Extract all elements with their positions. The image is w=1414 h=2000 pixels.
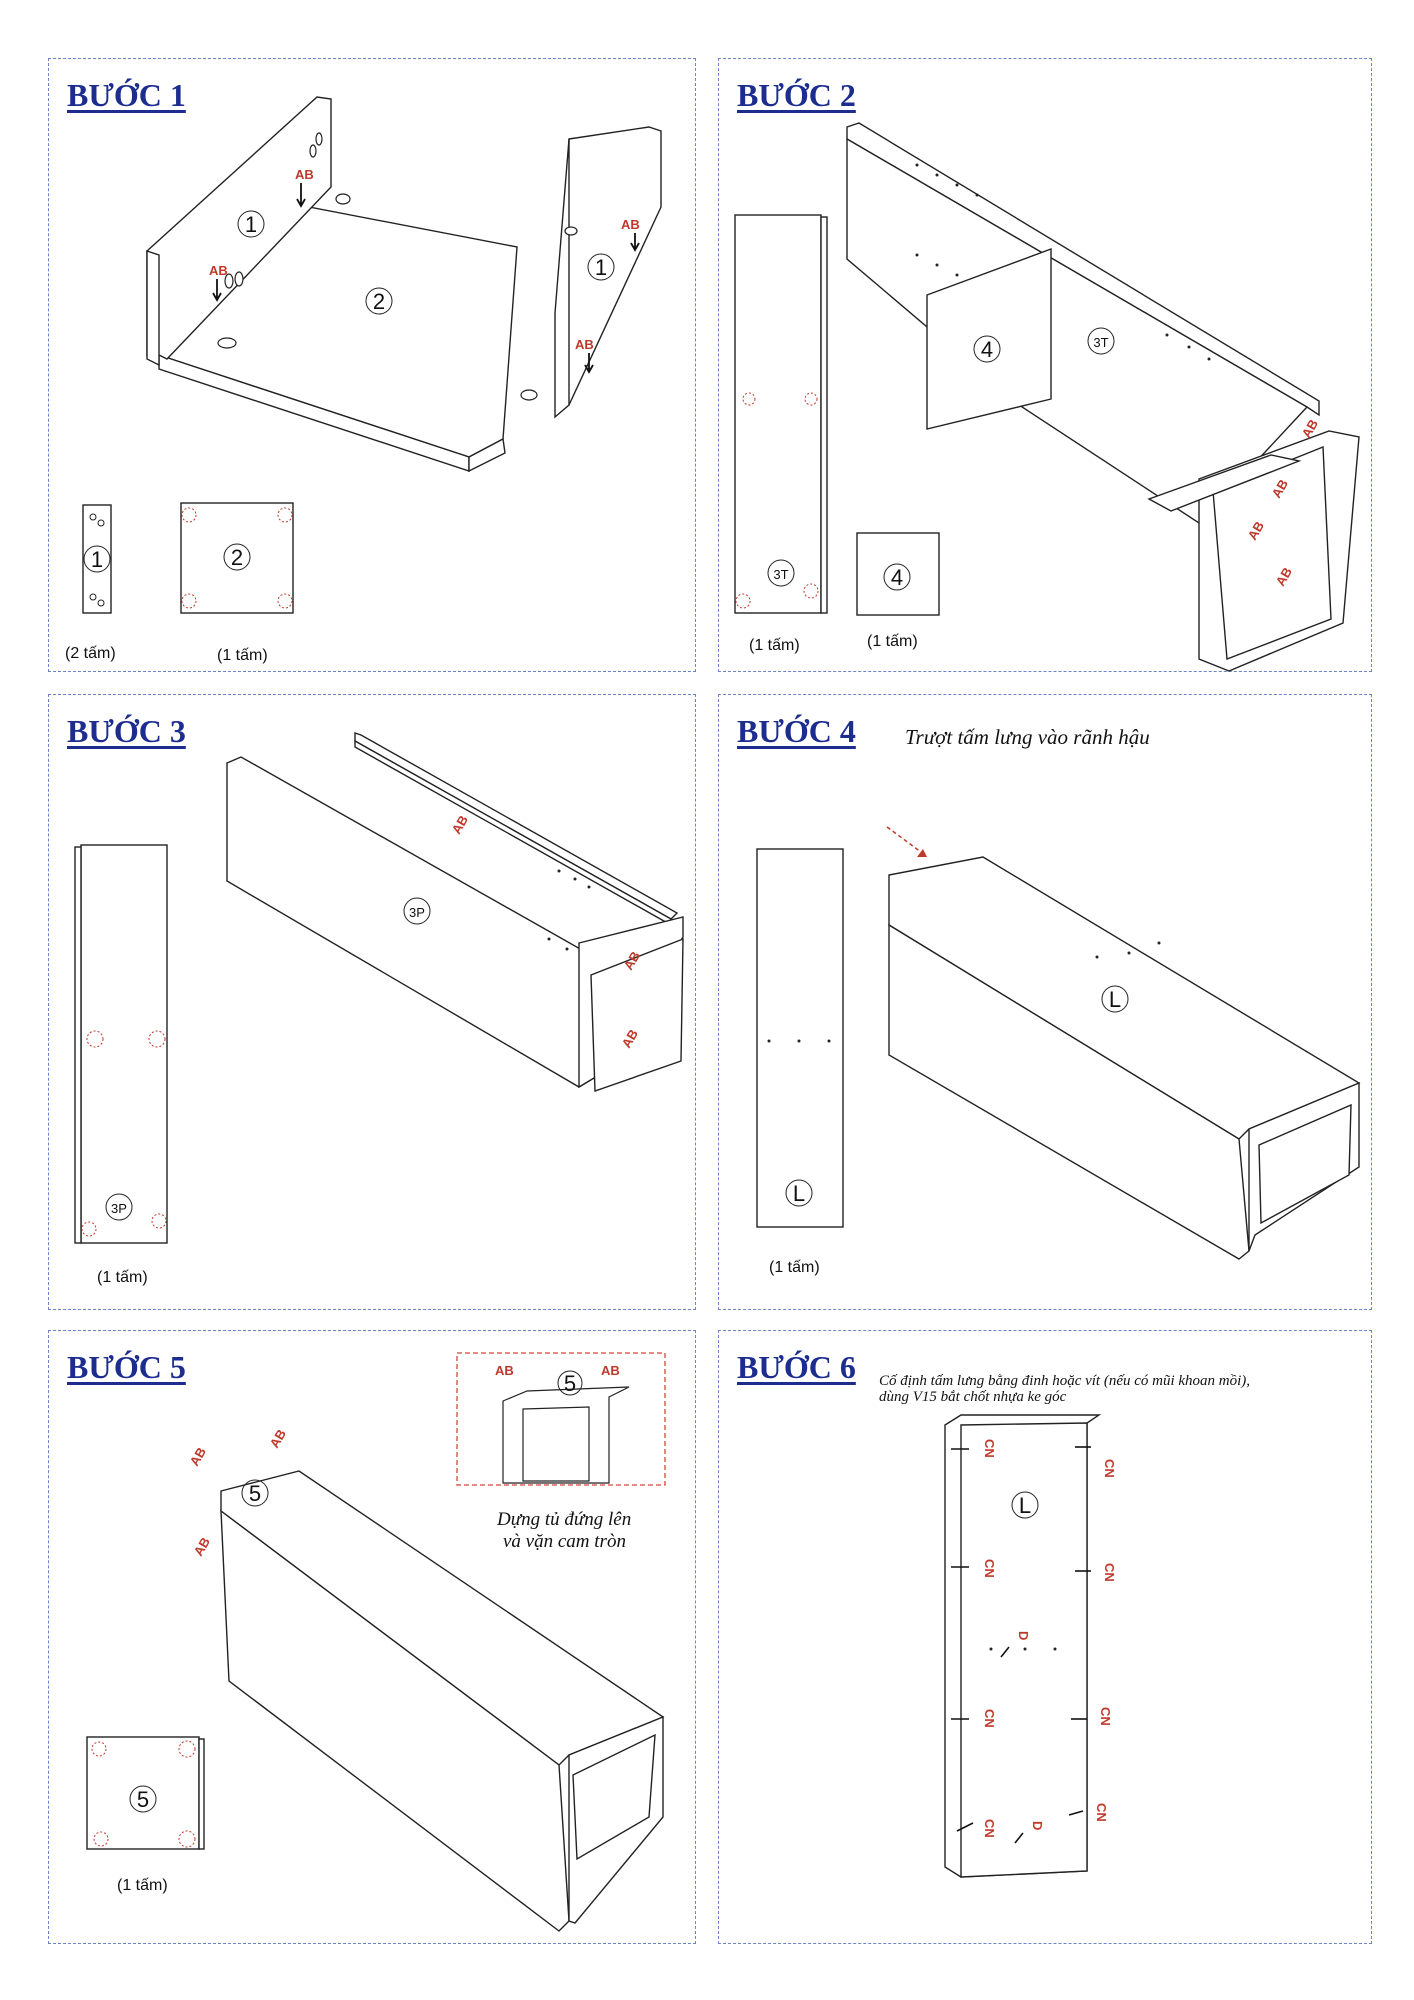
ab-marker: AB — [621, 217, 640, 232]
step-2-diagram: 4 3T AB AB AB AB 3T 4 — [734, 122, 1360, 672]
tall-part-3p-label: 3P — [111, 1201, 127, 1216]
qty-label: (1 tấm) — [97, 1269, 148, 1286]
step-5-title: BƯỚC 5 — [67, 1349, 186, 1385]
step-4-panel: BƯỚC 4 Trượt tấm lưng vào rãnh hậu L L (… — [718, 694, 1372, 1310]
step-5-diagram: AB AB 5 AB AB AB 5 5 — [86, 1352, 666, 1932]
part-5-label-main: 5 — [249, 1481, 261, 1506]
step-6-note-line1: Cố định tấm lưng bằng đinh hoặc vít (nếu… — [879, 1373, 1251, 1389]
tall-part-3T — [734, 214, 822, 614]
d-marker: D — [1016, 1631, 1031, 1640]
step-1-panel: BƯỚC 1 1 2 1 AB — [48, 58, 696, 672]
part-4-label: 4 — [981, 337, 993, 362]
part-2-label: 2 — [373, 289, 385, 314]
step-4-note: Trượt tấm lưng vào rãnh hậu — [905, 725, 1150, 749]
d-marker: D — [1030, 1821, 1045, 1830]
ab-marker: AB — [575, 337, 594, 352]
right-side-panel-1 — [558, 126, 662, 408]
small-part-1-label: 1 — [91, 547, 103, 572]
small-part-1 — [82, 504, 112, 614]
ab-marker: AB — [191, 1535, 213, 1559]
slide-arrow — [886, 826, 926, 856]
part-l-label: L — [1109, 987, 1121, 1012]
step-1-diagram: 1 2 1 AB AB AB AB 1 2 — [82, 96, 662, 614]
cn-marker: CN — [1098, 1707, 1113, 1726]
square-part-4 — [856, 532, 940, 616]
ab-marker: AB — [601, 1363, 620, 1378]
panel-3T — [846, 137, 1309, 524]
cn-marker: CN — [982, 1439, 997, 1458]
tall-part-3t-label: 3T — [773, 567, 788, 582]
step-2-title: BƯỚC 2 — [737, 77, 856, 113]
step-6-diagram: L CN CN CN CN D CN CN CN D CN — [944, 1414, 1117, 1878]
qty-label: (1 tấm) — [749, 637, 800, 654]
qty-label: (1 tấm) — [217, 647, 268, 664]
step-5-note-line2: và vặn cam tròn — [503, 1531, 626, 1552]
qty-label: (1 tấm) — [769, 1259, 820, 1276]
ab-marker: AB — [187, 1445, 209, 1469]
part-3p-label: 3P — [409, 905, 425, 920]
cn-marker: CN — [982, 1709, 997, 1728]
panel-3P — [226, 756, 606, 1088]
ab-marker: AB — [267, 1427, 289, 1451]
ab-marker: AB — [495, 1363, 514, 1378]
inset-box — [456, 1352, 666, 1486]
step-3-panel: BƯỚC 3 3P AB AB AB 3P (1 tấm) — [48, 694, 696, 1310]
part-1-label-right: 1 — [595, 255, 607, 280]
step-4-title: BƯỚC 4 — [737, 713, 856, 749]
qty-label: (1 tấm) — [117, 1877, 168, 1894]
step-5-panel: BƯỚC 5 AB AB 5 AB AB AB 5 — [48, 1330, 696, 1944]
cn-marker: CN — [1094, 1803, 1109, 1822]
step-6-note-line2: dùng V15 bắt chốt nhựa ke góc — [879, 1389, 1067, 1405]
back-panel-L — [888, 923, 1250, 1260]
step-2-panel: BƯỚC 2 4 3T AB AB AB AB — [718, 58, 1372, 672]
step-4-diagram: L L — [756, 826, 1361, 1260]
ab-marker: AB — [449, 813, 471, 837]
step-6-title: BƯỚC 6 — [737, 1349, 856, 1385]
tall-part-3P — [80, 844, 168, 1244]
part-3t-label: 3T — [1093, 335, 1108, 350]
cn-marker: CN — [982, 1819, 997, 1838]
step-1-title: BƯỚC 1 — [67, 77, 186, 113]
part-5-label: 5 — [564, 1371, 576, 1396]
part-1-label: 1 — [245, 212, 257, 237]
square-part-5-label: 5 — [137, 1787, 149, 1812]
ab-marker: AB — [295, 167, 314, 182]
cn-marker: CN — [982, 1559, 997, 1578]
step-3-diagram: 3P AB AB AB 3P — [74, 732, 684, 1244]
qty-label: (1 tấm) — [867, 633, 918, 650]
qty-label: (2 tấm) — [65, 645, 116, 662]
tall-part-L — [756, 848, 844, 1228]
step-5-note-line1: Dựng tủ đứng lên — [497, 1509, 632, 1530]
cn-marker: CN — [1102, 1563, 1117, 1582]
tall-part-l-label: L — [793, 1181, 805, 1206]
small-part-2 — [180, 502, 294, 614]
square-part-4-label: 4 — [891, 565, 903, 590]
cn-marker: CN — [1102, 1459, 1117, 1478]
ab-marker: AB — [209, 263, 228, 278]
panel-4 — [926, 247, 1052, 430]
small-part-2-label: 2 — [231, 545, 243, 570]
part-l-label: L — [1019, 1493, 1031, 1518]
step-6-panel: BƯỚC 6 Cố định tấm lưng bằng đinh hoặc v… — [718, 1330, 1372, 1944]
step-3-title: BƯỚC 3 — [67, 713, 186, 749]
